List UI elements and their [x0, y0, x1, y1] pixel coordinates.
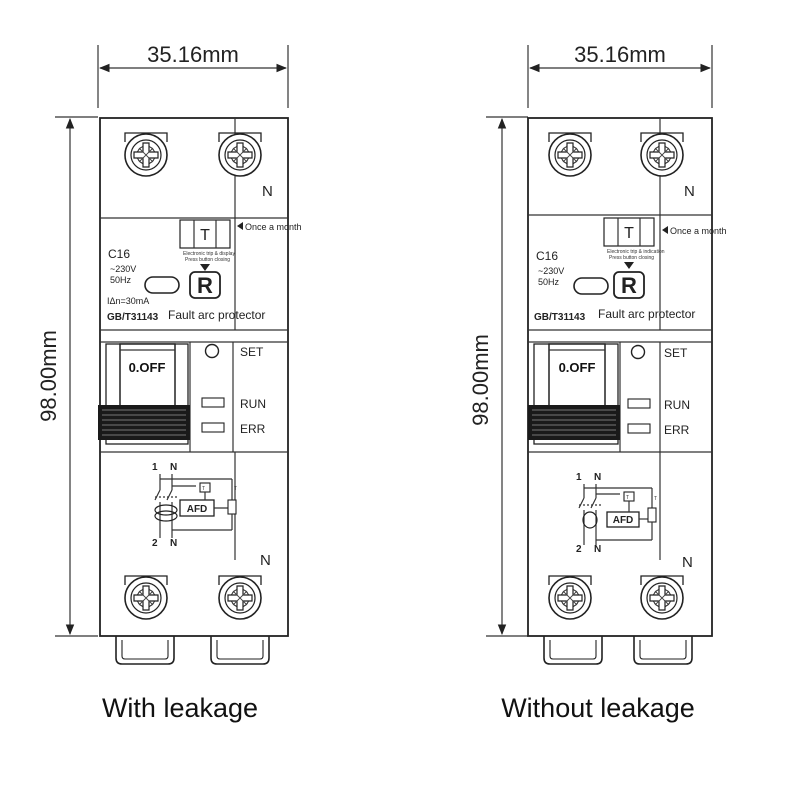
err-label: ERR — [240, 422, 266, 436]
voltage-label: ~230V — [538, 266, 564, 276]
test-button[interactable] — [179, 219, 231, 249]
product-name-label: Fault arc protector — [598, 307, 695, 321]
din-rail-clip — [543, 635, 603, 665]
circuit-neutral-out: N — [170, 538, 177, 549]
reset-symbol: R — [197, 273, 213, 298]
neutral-label-bottom: N — [260, 552, 271, 569]
din-rail-clip — [633, 635, 693, 665]
neutral-label-bottom: N — [682, 554, 693, 571]
handle-state-label: 0.OFF — [559, 360, 596, 375]
set-button[interactable] — [204, 343, 220, 359]
arrow-down-icon — [624, 262, 634, 269]
afd-label: AFD — [613, 515, 634, 526]
circuit-pole-1: 1 — [152, 462, 158, 473]
handle-grip[interactable] — [98, 405, 190, 440]
standard-label: GB/T31143 — [534, 312, 586, 323]
din-rail-clip — [210, 635, 270, 665]
height-label: 98.00mm — [468, 334, 493, 426]
run-label: RUN — [664, 398, 690, 412]
leakage-sensor-ring — [154, 504, 178, 516]
terminal-screw-icon — [218, 575, 262, 620]
set-label: SET — [240, 345, 264, 359]
arrow-left-icon — [662, 226, 668, 234]
circuit-t-label: T — [654, 496, 657, 502]
operating-handle[interactable] — [119, 343, 176, 407]
caption: Without leakage — [501, 693, 695, 723]
terminal-screw-icon — [548, 575, 592, 620]
terminal-screw-icon — [640, 132, 684, 177]
terminal-screw-icon — [218, 132, 262, 177]
terminal-screw-icon — [640, 575, 684, 620]
circuit-pole-2: 2 — [576, 544, 582, 555]
test-note-2: Press button closing — [609, 255, 654, 261]
voltage-label: ~230V — [110, 264, 136, 274]
device-with-leakage: 35.16mm 98.00mm N T Once a month Electr — [36, 42, 302, 723]
height-label: 98.00mm — [36, 330, 61, 422]
once-a-month-label: Once a month — [670, 226, 727, 236]
width-dimension: 35.16mm — [97, 42, 289, 108]
terminal-screw-icon — [548, 132, 592, 177]
circuit-neutral-in: N — [594, 472, 601, 483]
circuit-neutral-in: N — [170, 462, 177, 473]
frequency-label: 50Hz — [538, 277, 560, 287]
frequency-label: 50Hz — [110, 275, 132, 285]
standard-label: GB/T31143 — [107, 312, 159, 323]
svg-text:T: T — [202, 486, 205, 492]
leakage-current-label: IΔn=30mA — [107, 296, 149, 306]
reset-button[interactable] — [613, 271, 645, 299]
test-button-label: T — [200, 227, 210, 244]
terminal-screw-icon — [124, 575, 168, 620]
neutral-label-top: N — [684, 183, 695, 200]
err-indicator — [201, 422, 225, 433]
test-note-1: Electronic trip & indication — [607, 249, 665, 255]
indicator-window — [144, 276, 180, 294]
once-a-month-label: Once a month — [245, 222, 302, 232]
handle-grip[interactable] — [528, 405, 620, 440]
width-label: 35.16mm — [574, 42, 666, 67]
operating-handle[interactable] — [548, 343, 606, 407]
reset-button[interactable] — [189, 271, 221, 299]
arrow-left-icon — [237, 222, 243, 230]
current-sensor-ring — [582, 511, 598, 529]
indicator-window — [573, 277, 609, 295]
circuit-t-label: T — [234, 486, 237, 492]
svg-text:T: T — [626, 495, 629, 501]
run-indicator — [627, 398, 651, 409]
test-button-label: T — [624, 225, 634, 242]
device-without-leakage: 35.16mm 98.00mm N T Once a month Electro… — [468, 42, 727, 723]
circuit-diagram: 1 N 2 N T AFD T — [152, 462, 237, 549]
caption: With leakage — [102, 693, 258, 723]
terminal-screw-icon — [124, 132, 168, 177]
run-indicator — [201, 397, 225, 408]
rating-label: C16 — [536, 249, 558, 263]
err-indicator — [627, 423, 651, 434]
height-dimension: 98.00mm — [36, 116, 98, 637]
test-note-1: Electronic trip & display — [183, 251, 235, 257]
reset-symbol: R — [621, 273, 637, 298]
afd-label: AFD — [187, 504, 208, 515]
width-label: 35.16mm — [147, 42, 239, 67]
handle-state-label: 0.OFF — [129, 360, 166, 375]
circuit-neutral-out: N — [594, 544, 601, 555]
neutral-label-top: N — [262, 183, 273, 200]
circuit-diagram: 1 N 2 N T AFD T — [576, 472, 657, 555]
product-name-label: Fault arc protector — [168, 308, 265, 322]
din-rail-clip — [115, 635, 175, 665]
test-button[interactable] — [603, 217, 655, 247]
rating-label: C16 — [108, 247, 130, 261]
set-button[interactable] — [630, 344, 646, 360]
arrow-down-icon — [200, 264, 210, 271]
circuit-pole-1: 1 — [576, 472, 582, 483]
circuit-pole-2: 2 — [152, 538, 158, 549]
width-dimension: 35.16mm — [527, 42, 713, 108]
height-dimension: 98.00mm — [468, 116, 528, 637]
test-note-2: Press button closing — [185, 257, 230, 263]
err-label: ERR — [664, 423, 690, 437]
set-label: SET — [664, 346, 688, 360]
run-label: RUN — [240, 397, 266, 411]
